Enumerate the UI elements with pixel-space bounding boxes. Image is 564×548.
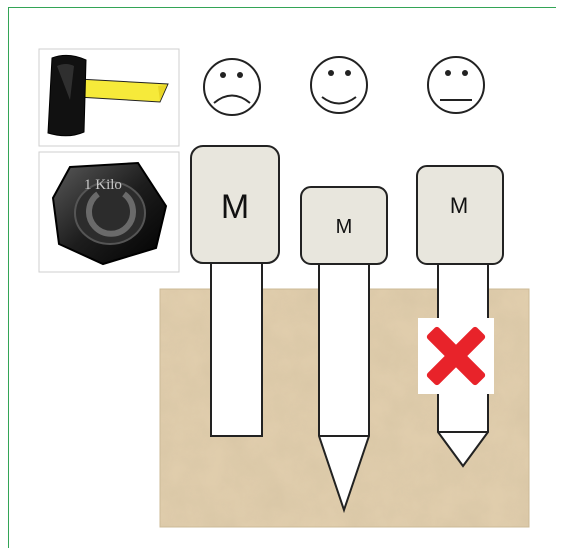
nail-head-label: M <box>450 193 468 218</box>
nail-head <box>300 186 388 265</box>
happy-face-icon <box>310 56 368 114</box>
nail-head-label: M <box>221 188 249 226</box>
hammer-icon <box>38 48 180 147</box>
nail-blunt: M <box>190 145 280 437</box>
nail-head <box>190 145 280 264</box>
nail-shank <box>210 262 263 437</box>
sad-face-icon <box>203 58 261 116</box>
frame-top-border <box>8 7 556 8</box>
weight-icon: 1 Kilo <box>38 151 180 273</box>
nail-sharp: M <box>300 186 388 514</box>
nail-head-label: M <box>336 216 353 238</box>
frame-left-border <box>8 7 9 548</box>
cross-icon <box>418 318 494 394</box>
weight-label: 1 Kilo <box>84 177 122 193</box>
nail-head <box>416 165 504 265</box>
neutral-face-icon <box>427 56 485 114</box>
